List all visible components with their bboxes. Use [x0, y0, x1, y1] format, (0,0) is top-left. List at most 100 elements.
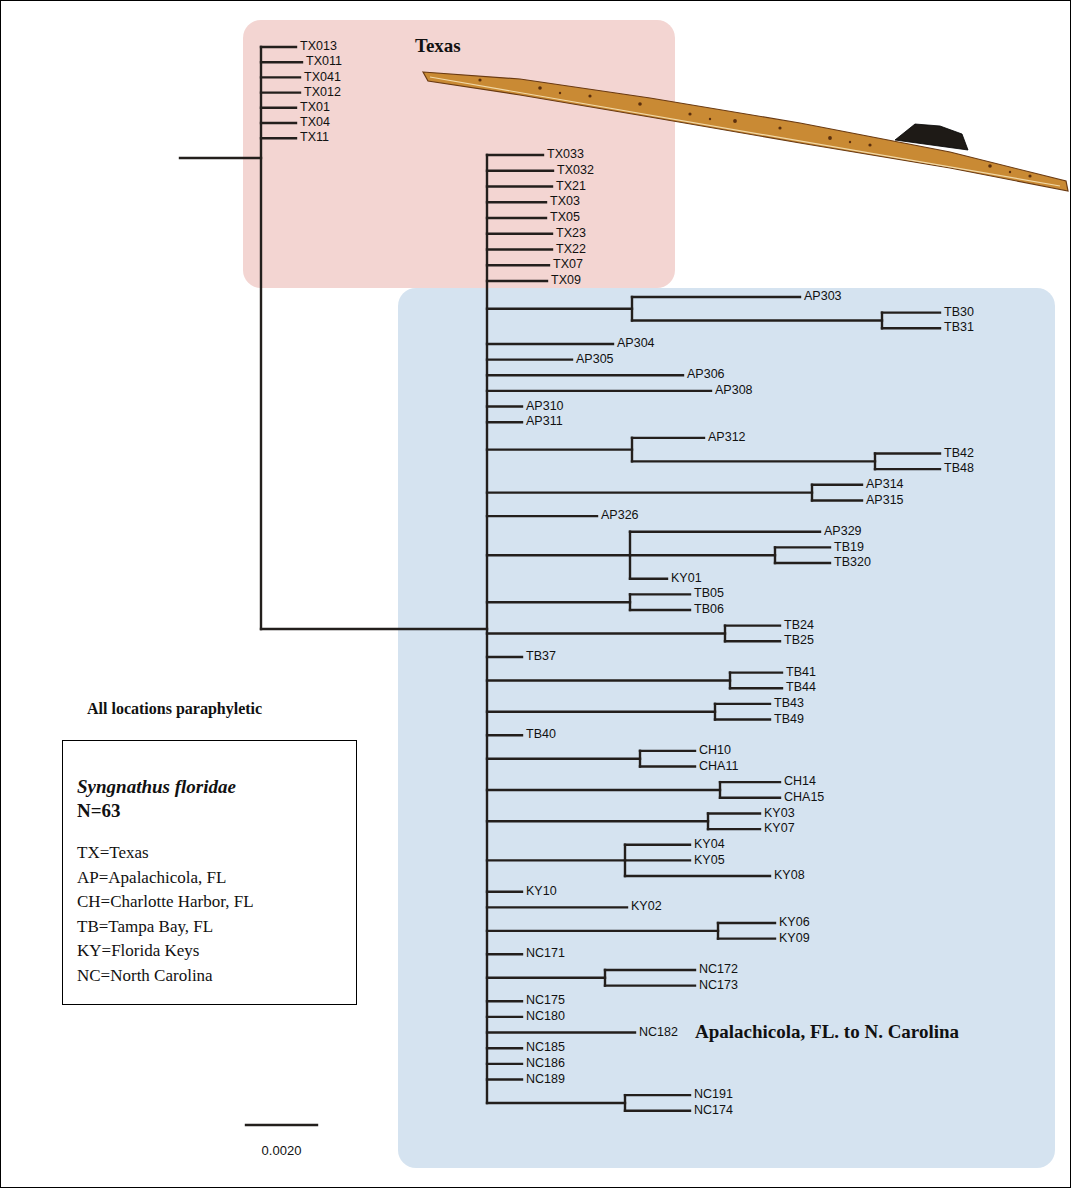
tip-label: AP310	[526, 400, 564, 414]
tree-branch	[487, 1031, 635, 1033]
sample-size: N=63	[77, 799, 342, 823]
tree-branch	[261, 137, 296, 139]
tip-label: TB25	[784, 634, 814, 648]
tip-label: TB42	[944, 447, 974, 461]
tip-label: TB320	[834, 556, 871, 570]
tree-branch	[487, 515, 597, 517]
tree-branch	[487, 679, 730, 681]
tip-label: NC175	[526, 994, 565, 1008]
tip-label: NC180	[526, 1010, 565, 1024]
tree-branch	[487, 491, 812, 493]
tree-node-bar	[631, 297, 633, 320]
tree-branch	[261, 46, 296, 48]
tree-branch	[487, 264, 549, 266]
tip-label: TB44	[786, 681, 816, 695]
tip-label: AP306	[687, 368, 725, 382]
tree-branch	[882, 311, 940, 313]
tree-branch	[487, 953, 522, 955]
tip-label: TX012	[304, 86, 341, 100]
tree-node-bar	[707, 813, 709, 829]
tree-branch	[725, 640, 780, 642]
tree-node-bar	[629, 594, 631, 610]
tree-branch	[630, 593, 690, 595]
tip-label: TX032	[557, 164, 594, 178]
tree-branch	[261, 628, 487, 630]
legend-entry: KY=Florida Keys	[77, 939, 342, 964]
tip-label: TB43	[774, 697, 804, 711]
tree-branch	[812, 499, 862, 501]
tree-branch	[487, 421, 522, 423]
tip-label: KY10	[526, 885, 557, 899]
pipefish-spots	[478, 78, 1031, 177]
tree-branch	[487, 891, 522, 893]
tree-branch	[875, 452, 940, 454]
tree-branch	[487, 977, 605, 979]
tip-label: KY05	[694, 854, 725, 868]
tree-branch	[630, 531, 820, 533]
tree-branch	[632, 460, 875, 462]
pipefish-fin	[895, 124, 968, 150]
tip-label: TB24	[784, 619, 814, 633]
tip-label: KY06	[779, 916, 810, 930]
tip-label: NC171	[526, 947, 565, 961]
tree-branch	[261, 91, 300, 93]
tip-label: KY09	[779, 932, 810, 946]
tip-label: NC173	[699, 979, 738, 993]
legend-entry: NC=North Carolina	[77, 964, 342, 989]
tree-branch	[487, 374, 683, 376]
tree-branch	[632, 319, 882, 321]
tree-branch	[630, 578, 667, 580]
tree-node-bar	[719, 782, 721, 798]
tree-branch	[715, 703, 770, 705]
tree-branch	[487, 930, 718, 932]
tip-label: TX011	[306, 55, 342, 69]
tree-branch	[487, 859, 625, 861]
tree-branch	[640, 765, 695, 767]
tip-label: AP314	[866, 478, 904, 492]
tip-label: TB31	[944, 321, 974, 335]
tree-node-bar	[714, 704, 716, 720]
region-title: Apalachicola, FL. to N. Carolina	[695, 1021, 959, 1043]
tip-label: KY04	[694, 838, 725, 852]
tree-branch	[487, 405, 522, 407]
tree-branch	[605, 969, 695, 971]
tip-label: TB48	[944, 462, 974, 476]
tree-branch	[487, 1078, 522, 1080]
tree-node-bar	[604, 970, 606, 986]
tree-branch	[487, 1047, 522, 1049]
tip-label: NC182	[639, 1026, 678, 1040]
legend-entry: TB=Tampa Bay, FL	[77, 915, 342, 940]
tip-label: TX03	[550, 195, 580, 209]
tree-branch	[625, 1110, 690, 1112]
tree-branch	[715, 718, 770, 720]
species-name: Syngnathus floridae	[77, 775, 342, 799]
tree-branch	[261, 61, 302, 63]
tip-label: TB19	[834, 541, 864, 555]
tree-node-bar	[881, 313, 883, 329]
region-band: Apalachicola, FL. to N. Carolina	[398, 288, 1055, 1168]
tip-label: KY08	[774, 869, 805, 883]
tree-branch	[487, 343, 613, 345]
tip-label: TX041	[304, 71, 341, 85]
tree-branch	[487, 217, 546, 219]
tip-label: TX033	[547, 148, 584, 162]
tree-branch	[487, 201, 546, 203]
tree-root	[180, 157, 261, 159]
tip-label: KY01	[671, 572, 702, 586]
tip-label: AP326	[601, 509, 639, 523]
tree-branch	[487, 248, 552, 250]
tree-branch	[487, 632, 725, 634]
tree-branch	[718, 937, 775, 939]
tree-node-bar	[631, 438, 633, 461]
tree-node-bar	[486, 155, 488, 1103]
tree-branch	[487, 601, 630, 603]
pipefish-stripe	[430, 77, 1060, 186]
tip-label: TB41	[786, 666, 816, 680]
tree-branch	[812, 484, 862, 486]
tree-branch	[630, 554, 775, 556]
tip-label: NC174	[694, 1104, 733, 1118]
tree-branch	[630, 609, 690, 611]
tree-node-bar	[874, 454, 876, 470]
tree-branch	[487, 170, 553, 172]
tip-label: TB05	[694, 587, 724, 601]
